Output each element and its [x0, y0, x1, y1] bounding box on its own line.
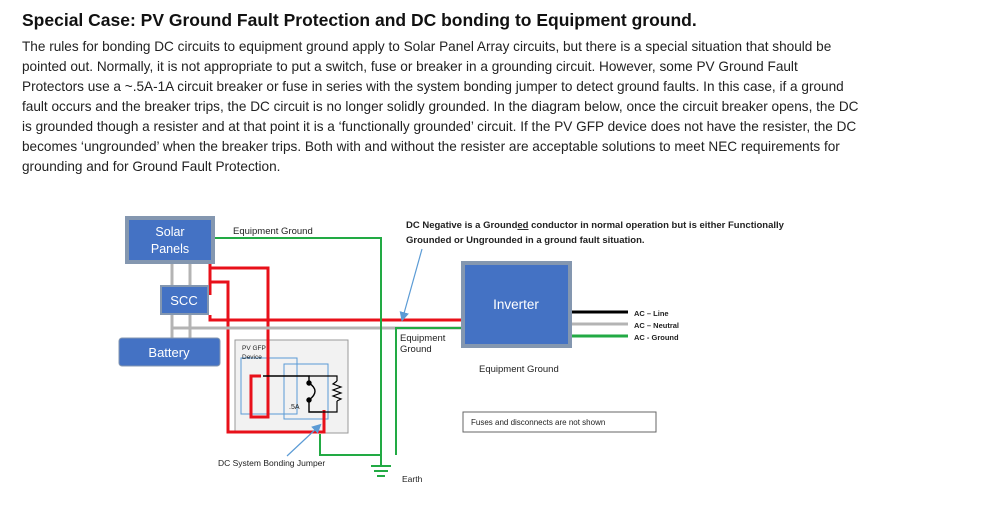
battery-label: Battery: [148, 345, 190, 360]
paragraph-line: is grounded though a resister and at tha…: [22, 119, 857, 134]
pv-gfp-label-1: PV GFP: [242, 345, 266, 352]
gfp-breaker-box: [283, 363, 329, 420]
ground-under-jumper: [319, 434, 381, 456]
inverter-box: [461, 261, 572, 348]
paragraph-line: pointed out. Normally, it is not appropr…: [22, 59, 798, 74]
fuses-note-box: [462, 411, 657, 433]
inverter-label: Inverter: [493, 297, 539, 312]
note-leader-line: [399, 248, 423, 322]
ac-ground-label: AC - Ground: [634, 333, 679, 342]
equipment-ground-top: [213, 237, 382, 455]
positive-main-bus: [208, 315, 463, 322]
equipment-ground-mid-label-1: Equipment: [400, 333, 446, 344]
equipment-ground-low-label: Equipment Ground: [479, 364, 559, 375]
dc-positive-wires: [208, 262, 463, 434]
breaker-rating-label: .5A: [289, 404, 300, 411]
note-line1: DC Negative is a Grounded conductor in n…: [406, 220, 785, 231]
paragraph-line: becomes ‘ungrounded’ when the breaker tr…: [22, 139, 840, 154]
fuses-note-label: Fuses and disconnects are not shown: [471, 418, 605, 427]
solar-label-line1: Solar: [155, 225, 184, 239]
body-paragraph: The rules for bonding DC circuits to equ…: [22, 37, 982, 177]
paragraph-line: The rules for bonding DC circuits to equ…: [22, 39, 832, 54]
battery-box: [118, 337, 221, 367]
page-title: Special Case: PV Ground Fault Protection…: [22, 10, 697, 30]
solar-panels-box: [125, 216, 215, 264]
ground-wires: [213, 237, 628, 456]
equipment-ground-top-label: Equipment Ground: [233, 226, 313, 237]
ac-neutral-label: AC – Neutral: [634, 321, 679, 330]
note-line2: Grounded or Ungrounded in a ground fault…: [406, 235, 645, 246]
scc-box: [160, 285, 209, 315]
equipment-ground-inverter: [395, 327, 463, 455]
earth-label: Earth: [402, 474, 423, 484]
paragraph-line: grounding and for Ground Fault Protectio…: [22, 159, 281, 174]
positive-inner-loop: [210, 280, 326, 434]
positive-loop: [210, 266, 270, 419]
pv-gfp-label-2: Device: [242, 354, 262, 361]
equipment-ground-mid-label-2: Ground: [400, 344, 432, 355]
paragraph-line: fault occurs and the breaker trips, the …: [22, 99, 859, 114]
ac-line-label: AC – Line: [634, 309, 669, 318]
jumper-leader-line: [286, 423, 322, 457]
paragraph-line: Protectors use a ~.5A-1A circuit breaker…: [22, 79, 844, 94]
earth-symbol: [371, 455, 391, 477]
bonding-jumper-label: DC System Bonding Jumper: [218, 458, 325, 468]
gfp-resister: [309, 375, 343, 413]
solar-label-line2: Panels: [151, 242, 189, 256]
scc-label: SCC: [170, 293, 197, 308]
